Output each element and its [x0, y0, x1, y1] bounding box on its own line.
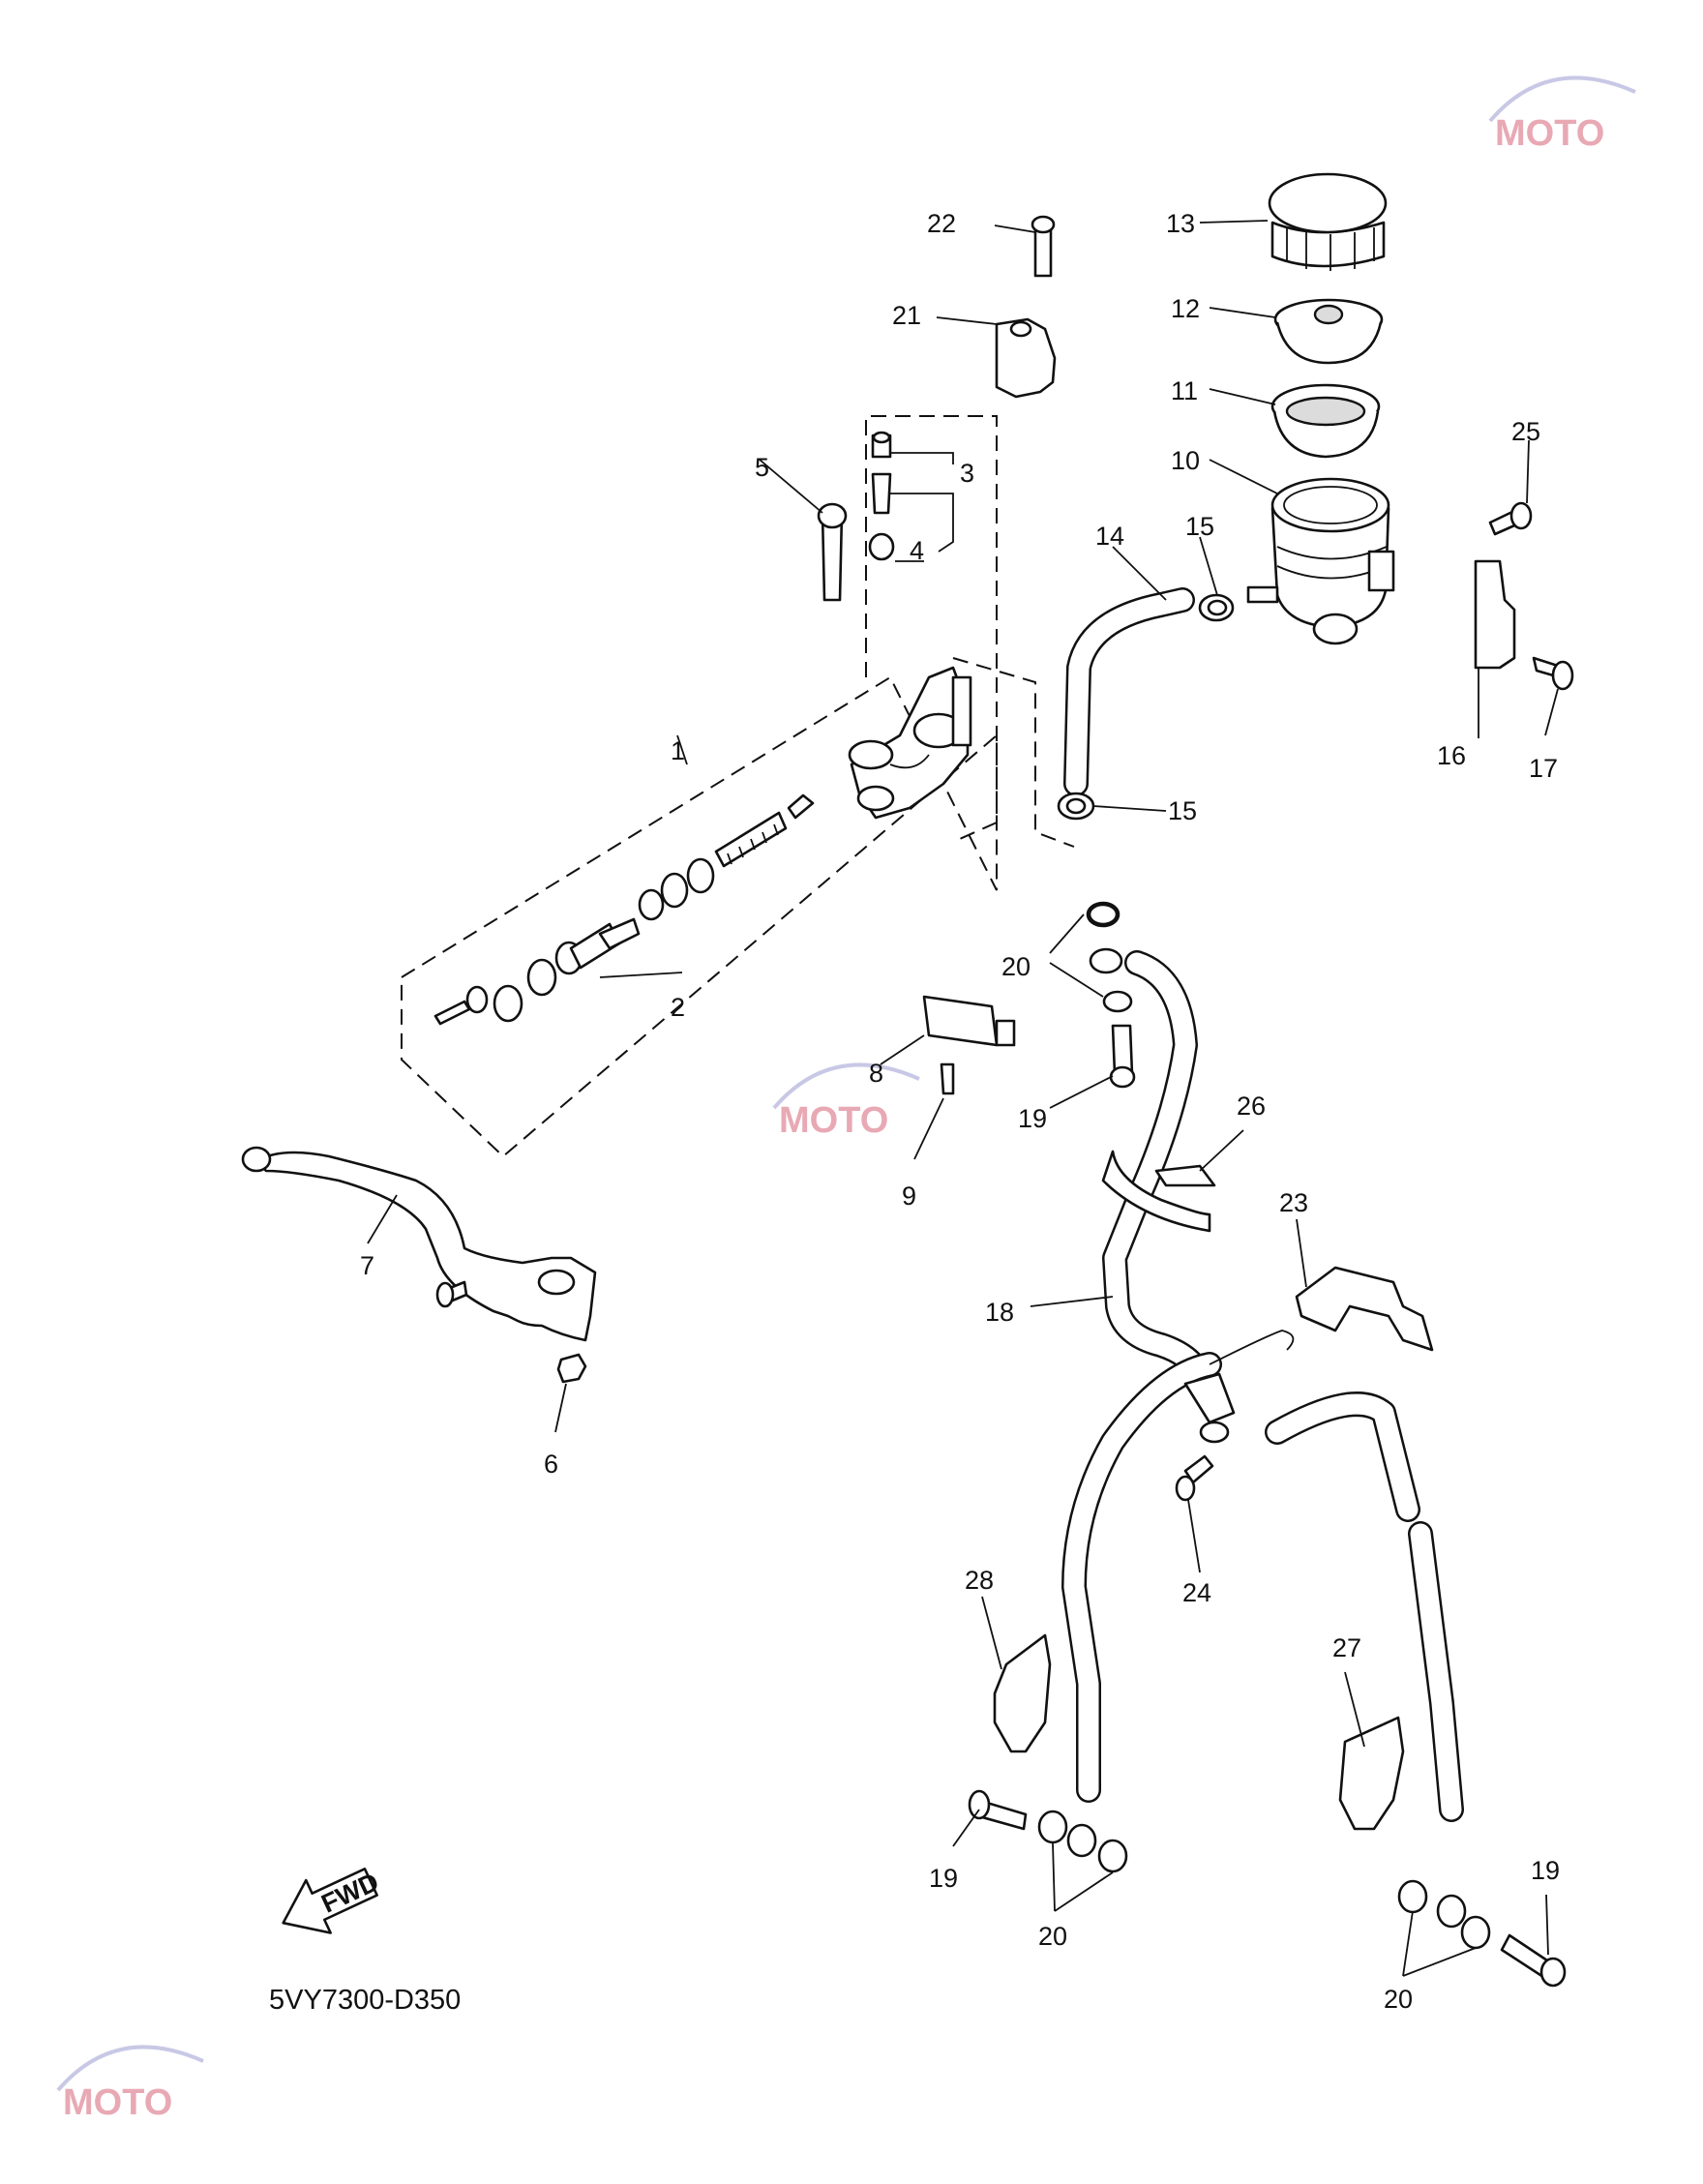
callout-19-lower-right: 19: [1531, 1856, 1560, 1885]
bracket-23: [1295, 1266, 1434, 1352]
diaphragm-plate: [1273, 298, 1384, 365]
callout-20-upper: 20: [1001, 952, 1031, 981]
callout-23: 23: [1279, 1188, 1308, 1217]
reservoir-bracket: [1474, 559, 1516, 670]
brake-hose-left: [1061, 1352, 1222, 1803]
fwd-arrow-icon: FWD: [282, 1867, 383, 1934]
bolt-25: [1488, 501, 1533, 536]
hose-guide-27: [1338, 1716, 1405, 1831]
washers-upper: [1088, 903, 1133, 1013]
assembly-outline-1: [401, 675, 998, 1158]
svg-text:MOTO: MOTO: [1495, 113, 1604, 154]
assembly-outline-3: [865, 415, 998, 843]
watermark-logo-bottom: MOTO: [56, 2045, 204, 2123]
pivot-bolt: [817, 502, 848, 602]
assembly-outline-switch: [952, 657, 1075, 848]
callout-14: 14: [1095, 522, 1124, 551]
callout-9: 9: [902, 1182, 916, 1211]
piston-kit: [433, 793, 815, 1026]
diagram-code: 5VY7300-D350: [269, 1985, 461, 2016]
leader-lines: [367, 220, 1559, 1977]
union-bolt-lower-right: [1500, 1933, 1567, 1988]
callout-11: 11: [1171, 376, 1198, 405]
watermark-logo-middle: MOTO: [772, 1062, 920, 1141]
callout-13: 13: [1166, 209, 1195, 238]
callout-3: 3: [960, 459, 974, 488]
callout-12: 12: [1171, 294, 1200, 323]
callout-19-upper: 19: [1018, 1104, 1047, 1133]
callout-5: 5: [755, 453, 769, 482]
callout-2: 2: [671, 993, 685, 1022]
callout-4: 4: [910, 536, 924, 565]
hose-clip-lower: [1057, 792, 1095, 821]
hose-grommet: [1101, 1150, 1211, 1233]
callout-6: 6: [544, 1450, 558, 1479]
callout-15-upper: 15: [1185, 512, 1214, 541]
callout-20-lower-right: 20: [1384, 1985, 1413, 2014]
master-cylinder-body: [848, 666, 972, 820]
bolt-17: [1532, 656, 1574, 691]
callout-22: 22: [927, 209, 956, 238]
hose-clamp-26: [1154, 1164, 1216, 1187]
reservoir-hose: [1063, 587, 1195, 796]
hose-clip-upper: [1198, 593, 1235, 622]
svg-text:MOTO: MOTO: [63, 2082, 172, 2123]
switch-screw: [940, 1062, 955, 1095]
svg-text:MOTO: MOTO: [779, 1100, 888, 1141]
brake-hose-right: [1265, 1391, 1464, 1822]
callout-26: 26: [1237, 1092, 1266, 1121]
bleed-screw: [868, 431, 895, 561]
callout-16: 16: [1437, 741, 1466, 770]
clamp-bolt: [1031, 215, 1056, 278]
callout-20-lower-left: 20: [1038, 1922, 1067, 1951]
callout-18: 18: [985, 1298, 1014, 1327]
lever-nut: [556, 1353, 587, 1384]
callout-24: 24: [1182, 1578, 1211, 1607]
callout-19-lower-left: 19: [929, 1864, 958, 1893]
hose-joint: [1183, 1330, 1295, 1444]
callout-25: 25: [1511, 417, 1540, 446]
reservoir-cap: [1268, 172, 1388, 271]
brake-hose-main: [1102, 950, 1212, 1387]
callout-15-lower: 15: [1168, 796, 1197, 825]
callout-10: 10: [1171, 446, 1200, 475]
watermark-logo-top: MOTO: [1488, 75, 1636, 154]
hose-guide-28: [993, 1633, 1052, 1753]
diaphragm: [1270, 383, 1381, 459]
handlebar-clamp: [995, 317, 1057, 399]
callout-8: 8: [869, 1059, 883, 1088]
reservoir-tank: [1246, 477, 1395, 645]
union-bolt-upper: [1109, 1024, 1136, 1089]
callout-27: 27: [1332, 1633, 1361, 1662]
brake-switch: [922, 995, 1016, 1047]
callout-21: 21: [892, 301, 921, 330]
callout-28: 28: [965, 1566, 994, 1595]
callout-7: 7: [360, 1251, 374, 1280]
union-bolt-lower-left: [968, 1789, 1028, 1831]
callout-17: 17: [1529, 754, 1558, 783]
bolt-24: [1175, 1454, 1214, 1502]
washers-lower-left: [1037, 1810, 1128, 1873]
callout-1: 1: [671, 736, 685, 765]
brake-lever: [241, 1146, 597, 1342]
